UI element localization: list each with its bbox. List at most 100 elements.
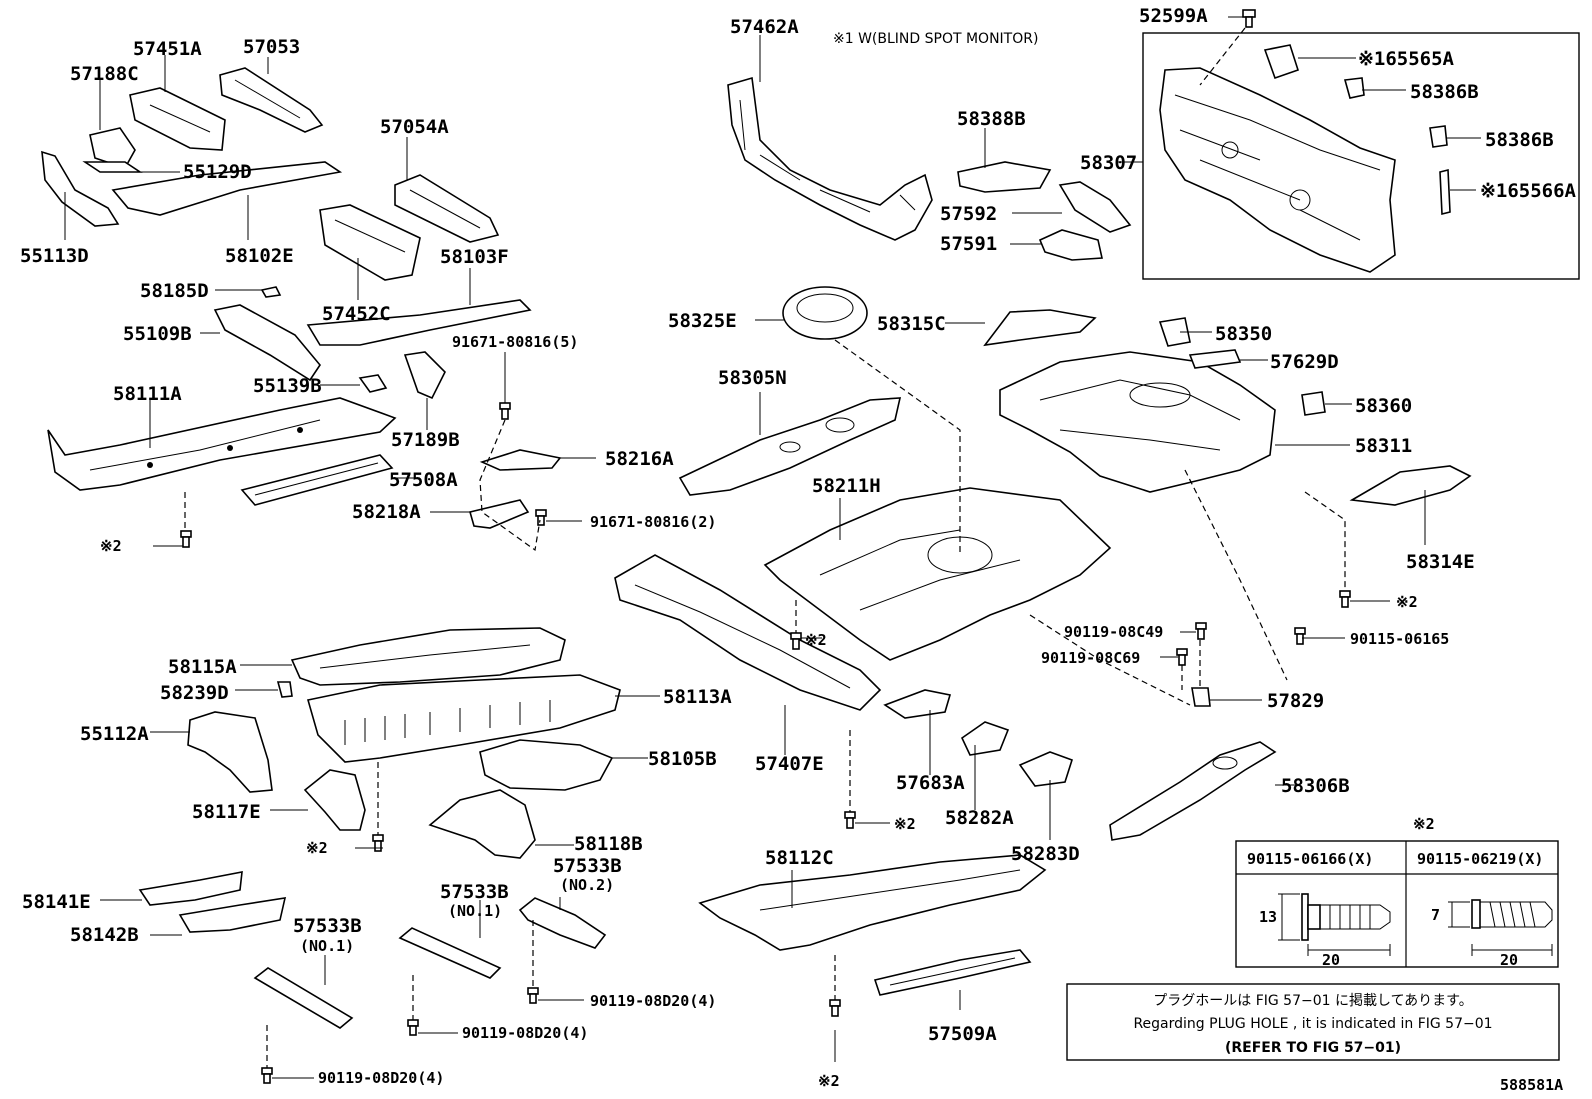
clip-icon[interactable] bbox=[1339, 590, 1351, 608]
label-58282A[interactable]: 58282A bbox=[945, 807, 1014, 829]
label-57533B-mid[interactable]: 57533B bbox=[440, 881, 509, 903]
label-58283D[interactable]: 58283D bbox=[1011, 843, 1080, 865]
part-57533B-no1-mid[interactable] bbox=[398, 927, 502, 979]
label-58388B[interactable]: 58388B bbox=[957, 108, 1026, 130]
part-58239D[interactable] bbox=[276, 681, 293, 698]
label-58314E[interactable]: 58314E bbox=[1406, 551, 1475, 573]
label-58386B[interactable]: 58386B bbox=[1410, 81, 1479, 103]
label-58239D[interactable]: 58239D bbox=[160, 682, 229, 704]
label-58111A[interactable]: 58111A bbox=[113, 383, 182, 405]
bolt-icon[interactable] bbox=[1195, 622, 1207, 640]
bolt-icon[interactable] bbox=[1176, 648, 1188, 666]
label-58103F[interactable]: 58103F bbox=[440, 246, 509, 268]
label-55129D[interactable]: 55129D bbox=[183, 161, 252, 183]
label-55139B[interactable]: 55139B bbox=[253, 375, 322, 397]
label-57533B-top[interactable]: 57533B bbox=[553, 855, 622, 877]
label-52599A[interactable]: 52599A bbox=[1139, 5, 1208, 27]
label-57508A[interactable]: 57508A bbox=[389, 469, 458, 491]
part-58325E[interactable] bbox=[782, 286, 868, 340]
part-58141E[interactable] bbox=[138, 871, 243, 906]
part-57451A[interactable] bbox=[129, 87, 226, 151]
label-58306B[interactable]: 58306B bbox=[1281, 775, 1350, 797]
part-57533B-no1-left[interactable] bbox=[253, 967, 354, 1029]
part-58386B-clip-2[interactable] bbox=[1429, 125, 1448, 148]
part-57188C[interactable] bbox=[89, 127, 136, 169]
part-57053[interactable] bbox=[219, 67, 324, 133]
label-57533B-left[interactable]: 57533B bbox=[293, 915, 362, 937]
bolt-91671-80816-2[interactable] bbox=[535, 509, 547, 526]
part-58185D[interactable] bbox=[260, 286, 282, 298]
label-58386B-2[interactable]: 58386B bbox=[1485, 129, 1554, 151]
part-55139B[interactable] bbox=[358, 374, 388, 393]
label-57829[interactable]: 57829 bbox=[1267, 690, 1324, 712]
part-58305N[interactable] bbox=[678, 397, 902, 496]
label-91671-80816-5[interactable]: 91671-80816(5) bbox=[452, 333, 578, 351]
part-52599A-bolt-icon[interactable] bbox=[1242, 9, 1256, 28]
label-58117E[interactable]: 58117E bbox=[192, 801, 261, 823]
label-57683A[interactable]: 57683A bbox=[896, 772, 965, 794]
clip-icon[interactable] bbox=[844, 811, 856, 829]
label-57452C[interactable]: 57452C bbox=[322, 303, 391, 325]
label-55109B[interactable]: 55109B bbox=[123, 323, 192, 345]
label-57451A[interactable]: 57451A bbox=[133, 38, 202, 60]
label-57591[interactable]: 57591 bbox=[940, 233, 997, 255]
clip-icon[interactable] bbox=[829, 999, 841, 1017]
label-90115-06165[interactable]: 90115-06165 bbox=[1350, 630, 1449, 648]
label-58315C[interactable]: 58315C bbox=[877, 313, 946, 335]
part-57407E[interactable] bbox=[614, 554, 882, 711]
bolt-icon[interactable] bbox=[1294, 627, 1306, 645]
label-55112A[interactable]: 55112A bbox=[80, 723, 149, 745]
part-58103F[interactable] bbox=[306, 299, 532, 346]
label-57054A[interactable]: 57054A bbox=[380, 116, 449, 138]
clip-icon[interactable] bbox=[372, 834, 384, 852]
part-58113A[interactable] bbox=[306, 674, 621, 763]
label-58305N[interactable]: 58305N bbox=[718, 367, 787, 389]
part-55113D[interactable] bbox=[41, 150, 120, 227]
part-57462A[interactable] bbox=[727, 76, 933, 241]
label-90119-08C69[interactable]: 90119-08C69 bbox=[1041, 649, 1140, 667]
part-58115A[interactable] bbox=[290, 627, 566, 686]
bolt-icon[interactable] bbox=[407, 1019, 419, 1036]
part-65566A-bracket[interactable] bbox=[1439, 168, 1451, 216]
part-57629D[interactable] bbox=[1188, 349, 1242, 369]
label-58218A[interactable]: 58218A bbox=[352, 501, 421, 523]
part-58218A[interactable] bbox=[469, 499, 530, 529]
label-57188C[interactable]: 57188C bbox=[70, 63, 139, 85]
label-65565A[interactable]: ※165565A bbox=[1358, 48, 1455, 70]
part-58386B-clip-1[interactable] bbox=[1343, 77, 1365, 99]
bolt-icon[interactable] bbox=[261, 1067, 273, 1084]
label-58113A[interactable]: 58113A bbox=[663, 686, 732, 708]
part-57054A[interactable] bbox=[394, 174, 500, 243]
part-58102E[interactable] bbox=[111, 161, 343, 216]
label-58102E[interactable]: 58102E bbox=[225, 245, 294, 267]
part-55112A[interactable] bbox=[187, 711, 273, 793]
part-58306B[interactable] bbox=[1109, 741, 1277, 841]
label-57629D[interactable]: 57629D bbox=[1270, 351, 1339, 373]
label-58350[interactable]: 58350 bbox=[1215, 323, 1272, 345]
part-58117E[interactable] bbox=[303, 769, 366, 831]
label-58115A[interactable]: 58115A bbox=[168, 656, 237, 678]
label-58185D[interactable]: 58185D bbox=[140, 280, 209, 302]
label-65566A[interactable]: ※165566A bbox=[1480, 180, 1577, 202]
label-57592[interactable]: 57592 bbox=[940, 203, 997, 225]
part-58105B[interactable] bbox=[479, 739, 614, 791]
part-58111A[interactable] bbox=[47, 397, 397, 491]
bolt-91671-80816-5[interactable] bbox=[499, 402, 511, 420]
part-58142B[interactable] bbox=[178, 897, 287, 933]
label-90119-08C49[interactable]: 90119-08C49 bbox=[1064, 623, 1163, 641]
part-58315C[interactable] bbox=[983, 309, 1097, 347]
part-65565A-bracket[interactable] bbox=[1263, 44, 1299, 80]
part-58216A[interactable] bbox=[479, 449, 562, 471]
label-90119-08D20-a[interactable]: 90119-08D20(4) bbox=[590, 992, 716, 1010]
part-57509A[interactable] bbox=[873, 949, 1032, 996]
part-58307-dash-panel[interactable] bbox=[1159, 67, 1396, 273]
label-58307[interactable]: 58307 bbox=[1080, 152, 1137, 174]
part-55129D[interactable] bbox=[82, 161, 143, 173]
part-57189B[interactable] bbox=[403, 351, 446, 400]
label-58311[interactable]: 58311 bbox=[1355, 435, 1412, 457]
label-90119-08D20-c[interactable]: 90119-08D20(4) bbox=[318, 1069, 444, 1087]
clip-icon[interactable] bbox=[790, 632, 802, 650]
label-58112C[interactable]: 58112C bbox=[765, 847, 834, 869]
clip-icon[interactable] bbox=[180, 530, 192, 548]
part-58283D[interactable] bbox=[1018, 751, 1073, 787]
